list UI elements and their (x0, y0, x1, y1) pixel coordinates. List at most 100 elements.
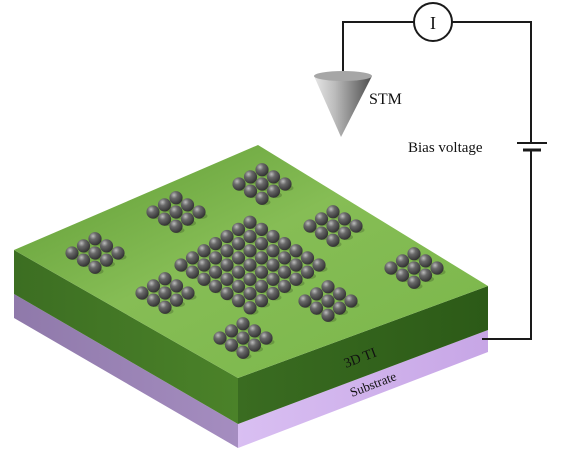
atom (88, 246, 102, 260)
atom (224, 324, 239, 338)
atom (289, 244, 303, 258)
atom (254, 237, 269, 251)
atom (158, 286, 172, 300)
cluster-upper-left (146, 191, 208, 234)
atom (180, 212, 195, 226)
atom (259, 331, 273, 345)
atom (300, 251, 315, 265)
atom (266, 184, 281, 198)
atom (266, 244, 280, 258)
atom (236, 345, 250, 359)
atom (231, 279, 246, 293)
atom (254, 265, 269, 279)
atom (220, 244, 234, 258)
atom (407, 275, 421, 289)
atom (135, 286, 149, 300)
atom (174, 258, 188, 272)
cluster-top-center (232, 163, 294, 206)
ammeter: I (413, 2, 453, 42)
atom (231, 265, 246, 279)
atom (99, 239, 114, 253)
atom (395, 254, 410, 268)
atom (76, 239, 91, 253)
atom (231, 294, 246, 308)
atom (418, 254, 433, 268)
atom (88, 232, 102, 246)
atom (208, 279, 223, 293)
atom (185, 265, 200, 279)
atom (254, 251, 269, 265)
atom (277, 251, 292, 265)
atom (254, 222, 269, 236)
atom (220, 229, 234, 244)
atom (192, 205, 206, 219)
atom (243, 170, 258, 184)
substrate-layer (14, 294, 488, 448)
stm-label: STM (369, 91, 402, 108)
atom (65, 246, 79, 260)
cluster-far-left (65, 232, 127, 275)
wire-right-top (452, 21, 532, 142)
atom (197, 258, 211, 272)
atom (266, 272, 280, 286)
atom (208, 251, 223, 265)
atom (332, 287, 347, 301)
bias-voltage-label: Bias voltage (408, 140, 483, 156)
atom (197, 272, 211, 286)
atom (312, 258, 326, 272)
atom (208, 265, 223, 279)
atom (344, 294, 358, 308)
atom (181, 286, 195, 300)
atom (247, 338, 262, 352)
atom (243, 301, 257, 315)
atom (266, 170, 281, 184)
atom (243, 286, 257, 301)
ammeter-label: I (430, 13, 436, 33)
stm-tip (314, 71, 372, 137)
atom (111, 246, 125, 260)
atom (146, 205, 160, 219)
atom (418, 268, 433, 282)
wire-left (342, 21, 414, 72)
stm-tip-top (314, 71, 372, 81)
ammeter-circle (413, 2, 453, 42)
atom (157, 212, 172, 226)
atom (337, 212, 352, 226)
atom (88, 260, 102, 274)
atom (243, 184, 258, 198)
atom (407, 261, 421, 275)
atom (332, 301, 347, 315)
atom (384, 261, 398, 275)
atom (180, 198, 195, 212)
atom (309, 301, 324, 315)
stm-tip-cone (314, 76, 372, 137)
atom (300, 265, 315, 279)
atom (236, 331, 250, 345)
atom (303, 219, 317, 233)
atom (266, 258, 280, 272)
atom (224, 338, 239, 352)
atom (158, 272, 172, 286)
atom (157, 198, 172, 212)
atom (314, 212, 329, 226)
atom (231, 237, 246, 251)
atom (169, 205, 183, 219)
cluster-center-large (174, 215, 328, 315)
cluster-mid-left (135, 272, 197, 315)
circuit (342, 21, 547, 340)
atom (146, 279, 161, 293)
atom (289, 272, 303, 286)
atom (231, 222, 246, 236)
atom (321, 294, 335, 308)
atom (232, 177, 246, 191)
atom (236, 317, 250, 331)
atom (243, 215, 257, 229)
substrate-front-face (14, 294, 238, 448)
atom (277, 237, 292, 251)
atom (254, 294, 269, 308)
atom (243, 272, 257, 286)
atom (289, 258, 303, 272)
cluster-front (213, 317, 275, 360)
